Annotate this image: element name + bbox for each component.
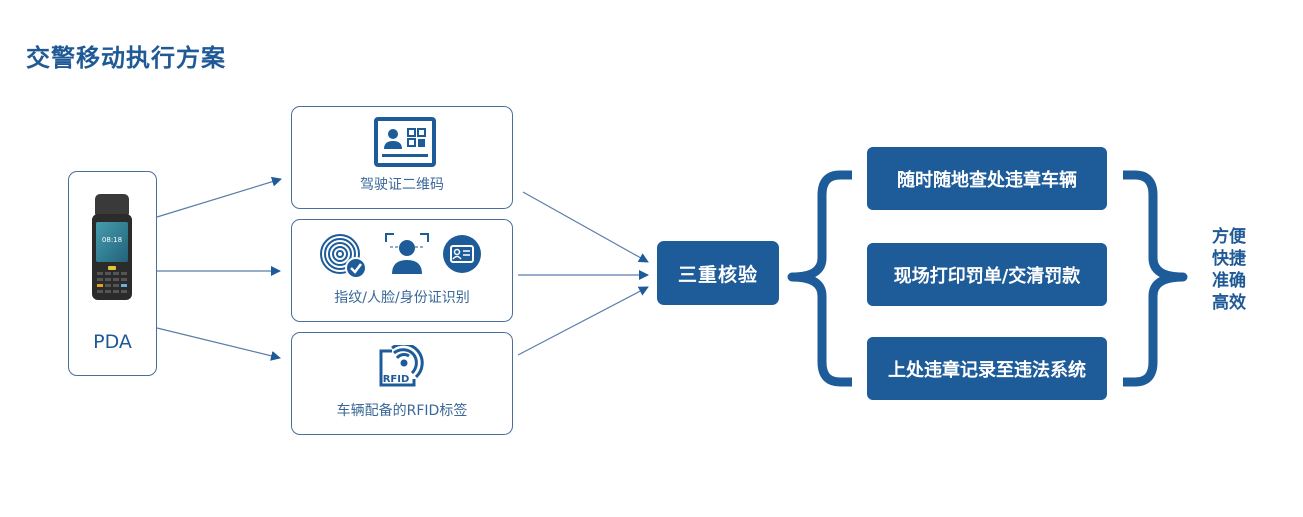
arrow-pda-to-rfid xyxy=(156,327,281,361)
benefits-list: 方便 快捷 准确 高效 xyxy=(1207,226,1251,314)
pda-screen-time: 08:18 xyxy=(102,236,122,244)
source-card-biometric: 指纹/人脸/身份证识别 xyxy=(291,219,513,322)
benefit-item: 方便 xyxy=(1212,227,1246,247)
license-qr-card-icon xyxy=(374,117,436,167)
source-label-biometric: 指纹/人脸/身份证识别 xyxy=(334,290,470,306)
result-item: 随时随地查处违章车辆 xyxy=(867,147,1107,210)
arrow-pda-to-license xyxy=(156,176,282,218)
fingerprint-check-icon xyxy=(320,234,367,279)
rfid-tag-icon: RFID xyxy=(379,345,424,387)
arrow-rfid-to-verify xyxy=(517,286,649,356)
benefit-item: 快捷 xyxy=(1212,249,1246,269)
result-item: 现场打印罚单/交清罚款 xyxy=(867,243,1107,306)
pda-device-card: 08:18 PDA xyxy=(68,171,157,376)
pda-label: PDA xyxy=(93,331,132,353)
right-brace xyxy=(1123,170,1188,387)
left-brace xyxy=(787,170,852,387)
result-item: 上处违章记录至违法系统 xyxy=(867,337,1107,400)
page-title: 交警移动执行方案 xyxy=(26,44,226,72)
pda-device-image: 08:18 xyxy=(92,194,132,300)
source-label-license-qr: 驾驶证二维码 xyxy=(360,177,444,193)
benefit-item: 高效 xyxy=(1212,293,1246,313)
face-scan-icon xyxy=(385,233,429,274)
verification-node: 三重核验 xyxy=(657,241,779,305)
source-label-rfid: 车辆配备的RFID标签 xyxy=(336,403,468,419)
source-card-license-qr: 驾驶证二维码 xyxy=(291,106,513,209)
source-card-rfid: RFID 车辆配备的RFID标签 xyxy=(291,332,513,435)
id-card-icon xyxy=(443,235,481,273)
arrow-license-to-verify xyxy=(522,191,649,263)
benefit-item: 准确 xyxy=(1212,271,1246,291)
rfid-icon-text: RFID xyxy=(383,374,410,385)
